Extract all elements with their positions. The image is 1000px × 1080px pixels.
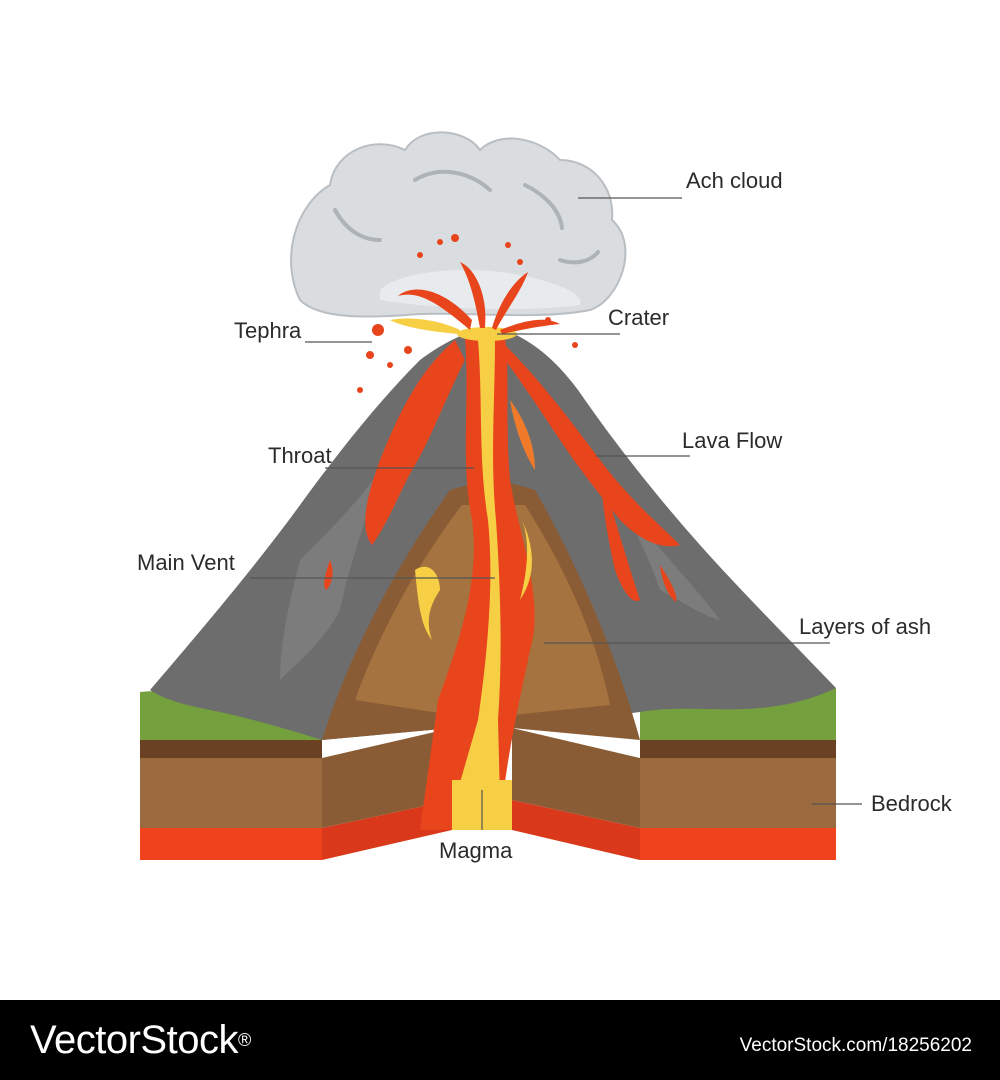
conduit: [415, 338, 535, 830]
label-layers-of-ash: Layers of ash: [799, 614, 931, 639]
brand-name: VectorStock: [30, 1018, 238, 1062]
vectorstock-logo: VectorStock®: [30, 1016, 251, 1064]
watermark-footer: VectorStock® VectorStock.com/18256202: [0, 1000, 1000, 1080]
leader-lines: [250, 197, 862, 830]
brand-registered-mark: ®: [237, 1030, 251, 1050]
label-ash-cloud: Ach cloud: [686, 168, 783, 193]
label-throat: Throat: [268, 443, 332, 468]
label-lava-flow: Lava Flow: [682, 428, 782, 453]
ash-layers: [322, 480, 640, 740]
lava-flow: [324, 340, 680, 602]
volcano-diagram: Ach cloud Crater Tephra Lava Flow Throat…: [137, 131, 953, 863]
bedrock-layer: [140, 728, 836, 828]
label-crater: Crater: [608, 305, 669, 330]
label-bedrock: Bedrock: [871, 791, 953, 816]
magma-layer: [140, 800, 836, 860]
label-tephra: Tephra: [234, 318, 302, 343]
image-reference: VectorStock.com/18256202: [739, 1035, 972, 1056]
tephra: [357, 234, 578, 393]
label-magma: Magma: [439, 838, 513, 863]
ash-cloud: [290, 131, 627, 318]
labels: Ach cloud Crater Tephra Lava Flow Throat…: [137, 168, 953, 863]
label-main-vent: Main Vent: [137, 550, 235, 575]
